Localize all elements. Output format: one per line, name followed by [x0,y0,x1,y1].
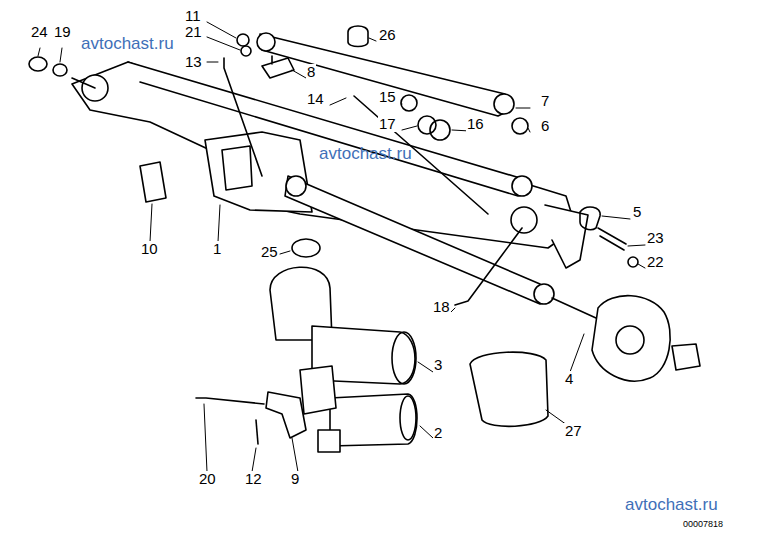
frame-arm [545,205,588,268]
motor-2 [300,366,417,452]
housing [592,296,670,381]
small-parts [29,26,638,305]
pivot-right [511,207,537,233]
bolt-18 [455,228,522,305]
rod-joint [512,176,532,196]
washer-21 [241,46,251,56]
callout-number: 13 [184,54,203,70]
drawing-code: 00007818 [682,519,724,529]
motor-small-body [330,394,417,446]
cover-27 [470,352,548,426]
callout-number: 6 [540,118,550,134]
housing-hub [616,326,644,354]
bushing-5 [580,207,600,230]
rod-joint [286,176,306,196]
ring-6 [512,118,528,134]
callout-number: 5 [632,204,642,220]
watermark: avtochast.ru [624,497,719,513]
rod-upper [128,62,530,196]
cap-26 [348,26,368,47]
link-to-housing [552,298,596,318]
bracket [266,392,306,438]
watermark: avtochast.ru [80,36,175,52]
drive-rods [128,33,554,304]
cover [470,352,548,426]
nut-11 [237,34,249,46]
motor-end [392,332,416,384]
callout-number: 24 [30,24,49,40]
leader-lines [38,22,645,472]
rod-7-end [494,94,514,114]
motor-small-end [400,396,416,440]
screw-12 [256,420,258,444]
callout-number: 7 [540,93,550,109]
callout-number: 21 [184,24,203,40]
nut-19 [53,64,67,76]
screw-20 [196,398,264,404]
callout-number: 4 [564,371,574,387]
callout-number: 23 [646,230,665,246]
callout-number: 22 [646,254,665,270]
ring-17 [418,116,436,134]
ring-15 [401,95,417,111]
callout-number: 18 [432,299,451,315]
ring-16 [430,120,450,140]
callout-number: 16 [466,116,485,132]
callout-number: 14 [306,91,325,107]
cap-10 [140,162,166,202]
rod-7-end [257,33,275,51]
callout-number: 19 [53,24,72,40]
callout-number: 10 [140,241,159,257]
frame-outline [72,62,576,248]
rod-7 [260,34,510,116]
housing-plug [672,344,700,370]
callout-number: 2 [433,425,443,441]
bolt-13 [224,58,262,176]
callout-number: 26 [378,27,397,43]
pivot-shaft-left [72,78,95,88]
frame-slot [222,146,252,190]
linkage-frame [72,62,588,268]
rod-joint [534,284,554,304]
nut-22 [628,257,638,267]
callout-number: 9 [290,471,300,487]
callout-number: 17 [378,116,397,132]
pin-23 [598,228,626,250]
callout-number: 15 [378,89,397,105]
callout-number: 27 [564,423,583,439]
leader-line [38,22,645,472]
callout-number: 8 [306,64,316,80]
callout-number: 12 [244,471,263,487]
grommet-25 [292,239,320,257]
clip-8 [262,56,294,78]
motor-plug [318,430,340,452]
callout-number: 20 [198,471,217,487]
bracket-9 [196,392,306,444]
motor-small-gear [300,366,336,414]
callout-number: 25 [260,244,279,260]
gear-housing-4 [552,296,700,381]
watermark: avtochast.ru [318,146,413,162]
washer-24 [29,57,47,71]
motor-3 [270,267,416,384]
callout-number: 3 [433,357,443,373]
callout-number: 1 [212,241,222,257]
callout-number: 11 [184,8,202,24]
